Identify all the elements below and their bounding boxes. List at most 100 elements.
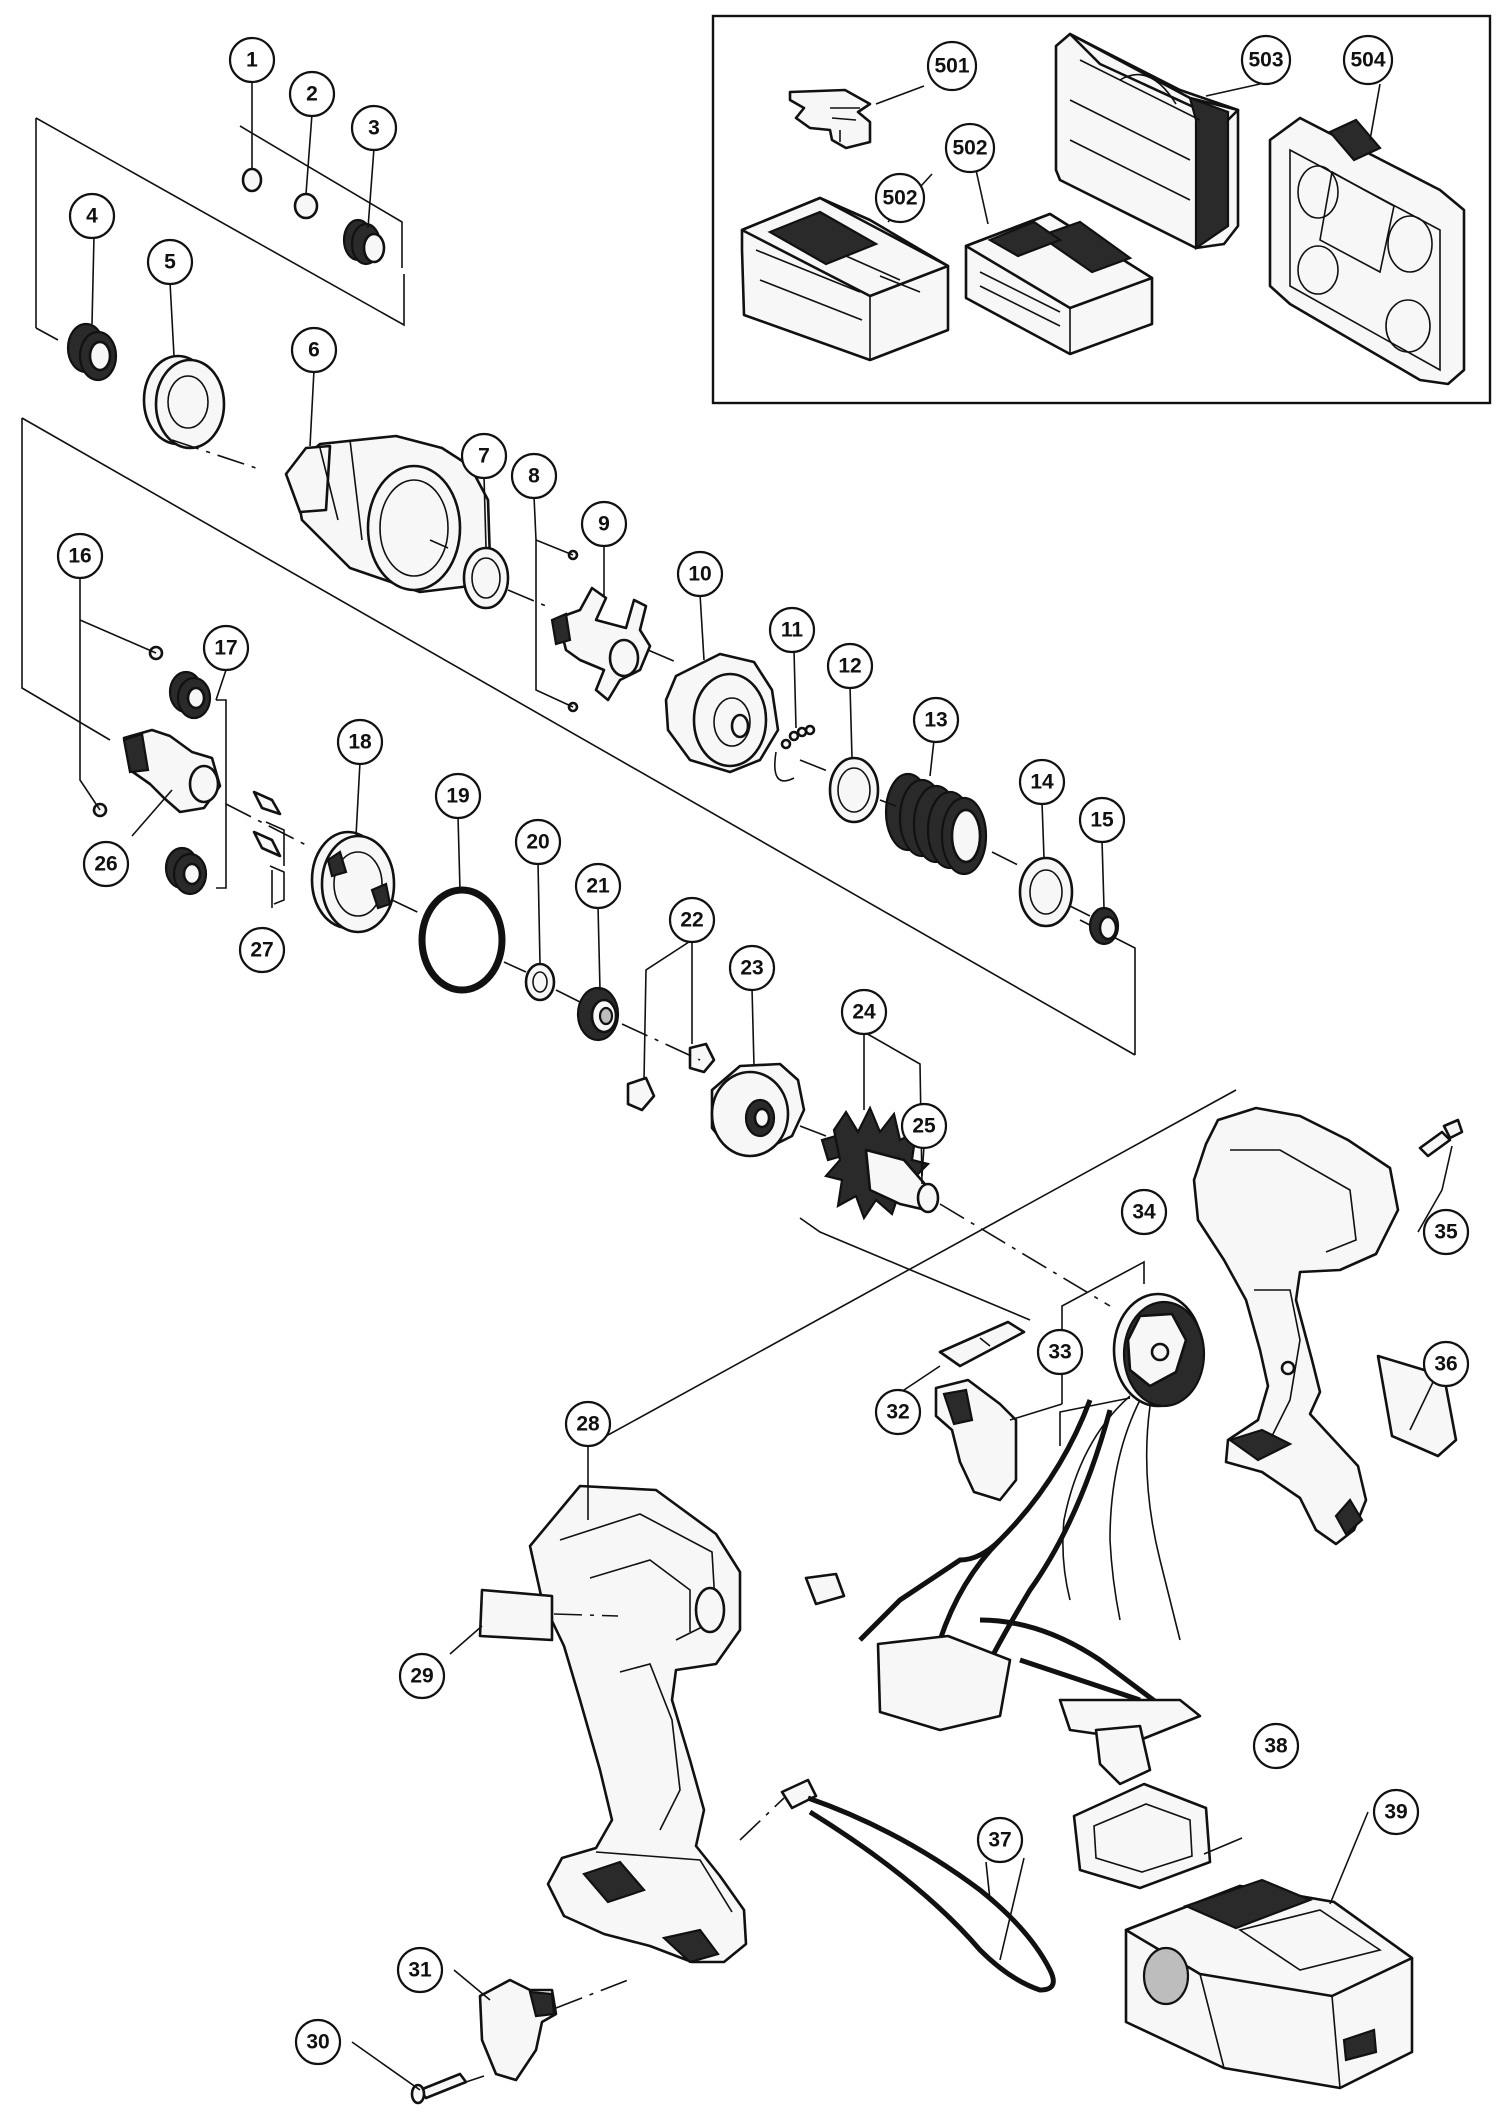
charger-part-right <box>964 212 1154 356</box>
callout-circle <box>434 772 482 820</box>
callout-circle <box>564 1400 612 1448</box>
callout-circle <box>912 696 960 744</box>
callout-number: 25 <box>912 1115 936 1138</box>
callout-7: 7 <box>460 432 508 480</box>
callout-number: 16 <box>68 545 91 568</box>
callout-circle <box>1078 796 1126 844</box>
callout-number: 19 <box>446 785 469 808</box>
callout-15: 15 <box>1078 796 1126 844</box>
callout-number: 34 <box>1132 1201 1156 1224</box>
callout-number: 38 <box>1264 1735 1288 1758</box>
ball-bearing-part <box>576 986 620 1042</box>
anvil-part <box>550 586 652 702</box>
callout-number: 29 <box>410 1665 433 1688</box>
callout-30: 30 <box>294 2018 342 2066</box>
callout-number: 24 <box>852 1001 876 1024</box>
bearing-housing-part <box>710 1062 806 1158</box>
callout-6: 6 <box>290 326 338 374</box>
callout-number: 37 <box>988 1829 1011 1852</box>
charger-part-left <box>740 196 950 362</box>
callout-number: 10 <box>688 563 711 586</box>
callout-31: 31 <box>396 1946 444 1994</box>
callout-circle <box>1422 1208 1470 1256</box>
callout-34: 34 <box>1120 1188 1168 1236</box>
callout-circle <box>1120 1188 1168 1236</box>
callout-number: 6 <box>308 339 320 362</box>
callout-number: 36 <box>1434 1353 1457 1376</box>
callout-number: 27 <box>250 939 273 962</box>
callout-number: 502 <box>882 187 917 210</box>
callout-8: 8 <box>510 452 558 500</box>
hook-part <box>478 1978 558 2082</box>
callout-25: 25 <box>900 1102 948 1150</box>
callout-circle <box>290 326 338 374</box>
callout-number: 15 <box>1090 809 1114 832</box>
callout-circle <box>580 500 628 548</box>
callout-24: 24 <box>840 988 888 1036</box>
callout-32: 32 <box>874 1388 922 1436</box>
callout-number: 32 <box>886 1401 909 1424</box>
battery-part <box>1124 1878 1414 2090</box>
callout-19: 19 <box>434 772 482 820</box>
hammer-case-part <box>284 434 492 594</box>
callout-27: 27 <box>238 926 286 974</box>
callout-circle <box>68 192 116 240</box>
sleeve-part <box>66 322 118 382</box>
callout-10: 10 <box>676 550 724 598</box>
callout-28: 28 <box>564 1400 612 1448</box>
callout-number: 22 <box>680 909 703 932</box>
callout-23: 23 <box>728 944 776 992</box>
callout-number: 504 <box>1350 49 1385 72</box>
callout-504: 504 <box>1342 34 1394 86</box>
hall-element-part <box>626 1042 716 1112</box>
spring-part <box>342 218 386 266</box>
callout-38: 38 <box>1252 1722 1300 1770</box>
callout-number: 4 <box>86 205 98 228</box>
callout-circle <box>514 818 562 866</box>
callout-11: 11 <box>768 606 816 654</box>
callout-circle <box>1342 34 1394 86</box>
washer-12-part <box>828 756 880 824</box>
callout-501: 501 <box>926 40 978 92</box>
callout-circle <box>728 944 776 992</box>
wiring-harness-part <box>804 1399 1202 1786</box>
callout-number: 17 <box>214 637 237 660</box>
callout-17: 17 <box>202 624 250 672</box>
washer-20-part <box>524 962 556 1002</box>
callout-9: 9 <box>580 500 628 548</box>
callout-circle <box>228 36 276 84</box>
callout-circle <box>56 532 104 580</box>
spindle-part <box>122 728 222 814</box>
internal-gear-part <box>310 830 396 934</box>
callout-37: 37 <box>976 1816 1024 1864</box>
callout-circle <box>874 1388 922 1436</box>
callout-circle <box>202 624 250 672</box>
callout-circle <box>398 1652 446 1700</box>
callout-36: 36 <box>1422 1340 1470 1388</box>
callout-number: 31 <box>408 1959 432 1982</box>
callout-503: 503 <box>1240 34 1292 86</box>
callout-circle <box>288 70 336 118</box>
callout-number: 9 <box>598 513 610 536</box>
callout-number: 5 <box>164 251 176 274</box>
idle-gear-part <box>168 670 212 720</box>
callout-2: 2 <box>288 70 336 118</box>
callout-circle <box>1018 758 1066 806</box>
callout-number: 39 <box>1384 1801 1407 1824</box>
callout-26: 26 <box>82 840 130 888</box>
callout-circle <box>1372 1788 1420 1836</box>
callout-circle <box>900 1102 948 1150</box>
callout-39: 39 <box>1372 1788 1420 1836</box>
callout-circle <box>1036 1328 1084 1376</box>
strap-part <box>780 1778 1056 1993</box>
callout-number: 21 <box>586 875 610 898</box>
callout-number: 14 <box>1030 771 1054 794</box>
callout-number: 13 <box>924 709 947 732</box>
callout-4: 4 <box>68 192 116 240</box>
callout-number: 11 <box>781 619 804 642</box>
callout-circle <box>840 988 888 1036</box>
callout-number: 2 <box>306 83 318 106</box>
callout-18: 18 <box>336 718 384 766</box>
callout-number: 12 <box>838 655 861 678</box>
